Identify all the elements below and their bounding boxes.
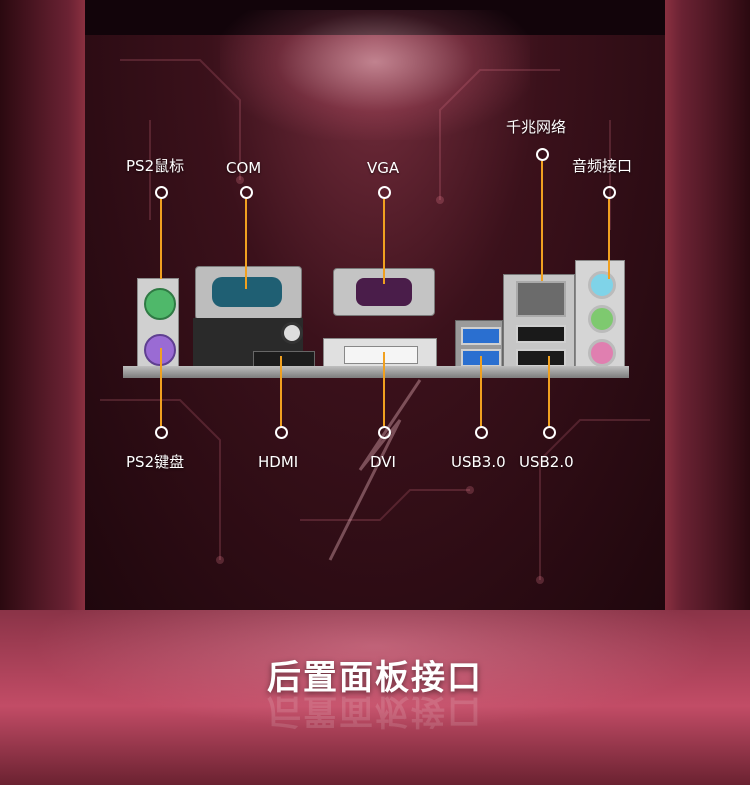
callout-dot <box>155 426 168 439</box>
floor-highlight <box>30 610 720 730</box>
callout-dot <box>543 426 556 439</box>
callout-dot <box>603 186 616 199</box>
callout-label-dvi: DVI <box>370 453 396 471</box>
callout-dot <box>378 426 391 439</box>
usb3-port-stack <box>455 320 503 372</box>
audio-line-out-jack <box>588 305 616 333</box>
callout-line <box>541 161 543 281</box>
audio-port-stack <box>575 260 625 372</box>
callout-dot <box>475 426 488 439</box>
callout-line <box>280 356 282 426</box>
com-port <box>195 266 302 320</box>
page-title: 后置面板接口 <box>267 658 483 698</box>
callout-dot <box>378 186 391 199</box>
lan-usb2-stack <box>503 274 575 370</box>
usb2-port <box>516 349 566 367</box>
callout-line <box>160 348 162 426</box>
callout-dot <box>240 186 253 199</box>
audio-line-in-jack <box>588 271 616 299</box>
callout-dot <box>536 148 549 161</box>
callout-line <box>383 352 385 426</box>
callout-label-ps2-keyboard: PS2键盘 <box>126 453 185 471</box>
floor <box>0 610 750 785</box>
page-title-reflection: 后置面板接口 <box>267 691 483 731</box>
callout-line <box>480 356 482 426</box>
callout-dot <box>275 426 288 439</box>
callout-label-hdmi: HDMI <box>258 453 299 471</box>
lan-port <box>516 281 566 317</box>
io-shield-base <box>123 366 629 378</box>
dvi-port-connector <box>344 346 418 364</box>
ps2-port-stack <box>137 278 179 375</box>
hdmi-screw <box>281 322 303 344</box>
callout-label-usb3: USB3.0 <box>451 453 506 471</box>
callout-line <box>245 199 247 289</box>
dvi-port <box>323 338 437 370</box>
callout-dot <box>155 186 168 199</box>
rear-io-panel <box>123 258 629 378</box>
callout-label-lan: 千兆网络 <box>506 118 567 136</box>
ceiling-glow <box>220 10 530 140</box>
callout-label-ps2-mouse: PS2鼠标 <box>126 157 185 175</box>
audio-mic-jack <box>588 339 616 367</box>
com-port-connector <box>212 277 282 307</box>
callout-label-usb2: USB2.0 <box>519 453 574 471</box>
callout-label-com: COM <box>226 159 262 177</box>
usb2-port <box>516 325 566 343</box>
callout-line <box>608 199 610 279</box>
callout-line <box>160 199 162 279</box>
callout-label-vga: VGA <box>367 159 400 177</box>
callout-line <box>548 356 550 426</box>
callout-line <box>383 199 385 284</box>
usb3-port <box>461 327 501 345</box>
ps2-mouse-port <box>144 288 176 320</box>
callout-label-audio: 音频接口 <box>572 157 633 175</box>
vga-port <box>333 268 435 316</box>
